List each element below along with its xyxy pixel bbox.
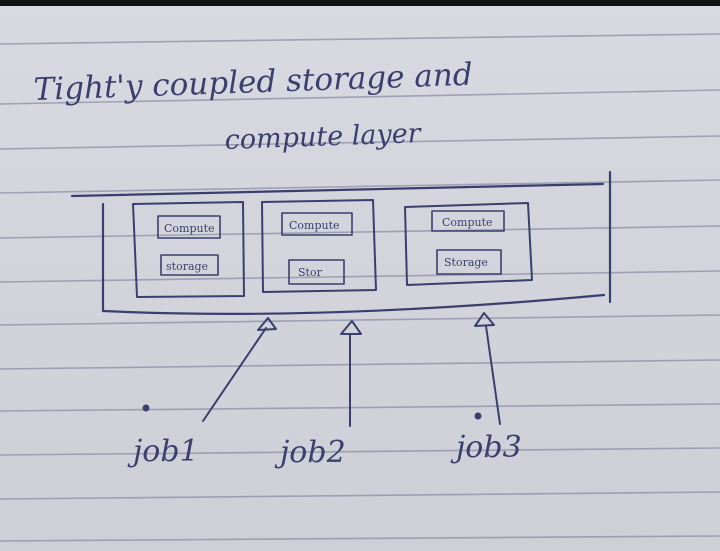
arrow-job3 <box>485 325 501 425</box>
job-label-3: job3 <box>450 430 522 465</box>
storage-label-2: Stor <box>298 266 323 279</box>
arrowhead-job1 <box>257 317 277 331</box>
storage-label-3: Storage <box>444 256 488 269</box>
title-line-1: Tight'y coupled storage and <box>33 57 473 108</box>
compute-label-1: Compute <box>164 222 215 235</box>
arrowhead-job3 <box>474 312 495 327</box>
diagram-canvas: Tight'y coupled storage and compute laye… <box>0 33 720 542</box>
job-labels: job1 job2 job3 <box>127 404 522 470</box>
cluster-frame <box>70 170 612 315</box>
arrowhead-job2 <box>340 320 362 335</box>
title-line-2: compute layer <box>224 118 423 156</box>
ruled-lines <box>0 33 720 542</box>
compute-label-3: Compute <box>442 216 493 229</box>
job-label-1: job1 <box>127 434 199 469</box>
arrow-job1 <box>202 327 267 422</box>
node-box-2: Compute Stor <box>261 199 377 293</box>
node-box-1: Compute storage <box>132 201 245 298</box>
notebook-page: Tight'y coupled storage and compute laye… <box>0 6 720 551</box>
job-arrows <box>202 312 501 427</box>
compute-label-2: Compute <box>289 219 340 232</box>
storage-label-1: storage <box>166 260 208 273</box>
job-label-2: job2 <box>274 435 346 470</box>
node-box-3: Compute Storage <box>404 202 533 286</box>
